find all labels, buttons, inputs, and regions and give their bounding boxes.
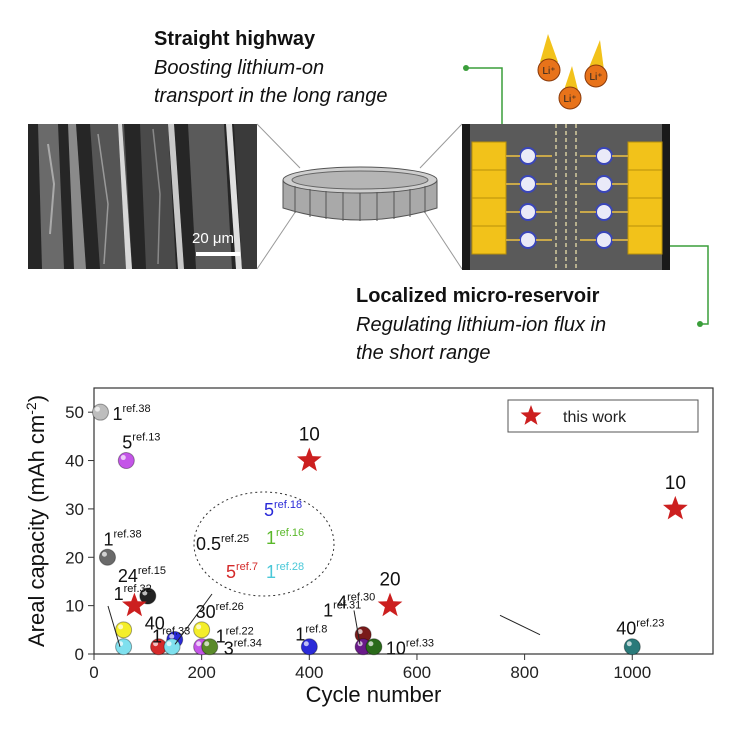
reference-label: 3ref.34 (224, 638, 262, 659)
y-tick-label: 50 (65, 403, 84, 422)
x-axis-label: Cycle number (306, 682, 442, 707)
y-tick-label: 20 (65, 548, 84, 567)
reference-label: 30ref.26 (196, 601, 244, 622)
reference-label: 1ref.38 (103, 528, 141, 549)
x-tick-label: 400 (295, 663, 323, 682)
this-work-star (296, 447, 322, 472)
reference-point-highlight (204, 641, 210, 647)
highway-title: Straight highway (154, 28, 316, 50)
cluster-label: 0.5ref.25 (196, 533, 249, 554)
reference-point-highlight (166, 641, 172, 647)
this-work-star (663, 495, 688, 520)
cluster-ellipse (193, 491, 335, 597)
cluster-label: 5ref.18 (264, 499, 302, 520)
reference-label: 5ref.13 (122, 432, 160, 453)
reference-point (623, 638, 641, 656)
y-tick-label: 10 (65, 597, 84, 616)
highway-subtitle-1: Boosting lithium-on (154, 57, 325, 79)
reference-label: 1ref.31 (323, 600, 361, 621)
lithium-ion-droplets: Li⁺ Li⁺ Li⁺ (537, 34, 608, 110)
x-tick-label: 600 (403, 663, 431, 682)
pointer-arrow (174, 593, 213, 645)
reference-point-highlight (153, 641, 159, 647)
cluster-label: 1ref.16 (266, 527, 304, 548)
this-work-label: 10 (665, 473, 686, 494)
reference-point (365, 638, 383, 656)
reference-point (98, 548, 116, 566)
reference-label: 1ref.32 (114, 583, 152, 604)
reference-point (91, 403, 109, 421)
reference-label: 24ref.15 (118, 565, 166, 586)
reference-label: 40ref.23 (616, 618, 664, 639)
chart-marks (91, 403, 688, 656)
reference-label: 1ref.33 (152, 626, 190, 647)
x-tick-label: 0 (89, 663, 98, 682)
x-tick-label: 800 (510, 663, 538, 682)
reference-point-highlight (357, 629, 363, 635)
reference-point-highlight (120, 455, 126, 461)
reference-label: 1ref.8 (295, 624, 327, 645)
x-tick-label: 1000 (613, 663, 651, 682)
legend-box (507, 399, 699, 433)
reference-label: 40 (145, 613, 165, 633)
y-tick-label: 0 (75, 645, 84, 664)
reference-point (193, 621, 211, 639)
sem-micrograph: 20 μm (28, 124, 257, 269)
micro-reservoir-schematic (462, 124, 670, 270)
pointer-arrow (499, 614, 541, 636)
highway-subtitle-2: transport in the long range (154, 85, 388, 107)
li-ion-3: Li⁺ (558, 66, 582, 110)
reservoir-subtitle-1: Regulating lithium-ion flux in (356, 314, 607, 336)
reference-point-highlight (169, 633, 175, 639)
cluster-label: 1ref.28 (266, 561, 304, 582)
legend-label: this work (563, 409, 627, 426)
pointer-arrow (353, 610, 361, 645)
reference-point-highlight (303, 641, 309, 647)
reference-point-highlight (142, 590, 148, 596)
reference-label: 1ref.22 (216, 626, 254, 647)
channel-schematic (256, 65, 709, 327)
x-tick-label: 200 (187, 663, 215, 682)
pointer-arrow (107, 605, 121, 647)
reference-point-highlight (626, 641, 632, 647)
reference-point-highlight (101, 551, 107, 557)
y-axis-label: Areal capacity (mAh cm-2) (23, 395, 49, 647)
cluster-label: 5ref.7 (226, 561, 258, 582)
this-work-star (377, 592, 403, 617)
this-work-star (122, 592, 147, 617)
li-ion-1: Li⁺ (537, 34, 561, 82)
reference-label: 10ref.33 (386, 638, 434, 659)
reference-point (117, 452, 135, 470)
reference-point-highlight (118, 624, 124, 630)
this-work-label: 20 (379, 570, 400, 591)
reference-label: 1ref.38 (112, 403, 150, 424)
legend-star (520, 405, 542, 425)
chart-labels: this work 10 20 10 1ref.38 5ref.13 1ref.38 24re… (103, 399, 699, 659)
svg-text:Li⁺: Li⁺ (563, 94, 576, 105)
reservoir-title: Localized micro-reservoir (356, 285, 600, 307)
scale-bar-label: 20 μm (192, 230, 234, 247)
reference-point-highlight (368, 641, 374, 647)
reference-point-highlight (196, 624, 202, 630)
this-work-label: 10 (299, 425, 320, 446)
reservoir-subtitle-2: the short range (356, 342, 491, 364)
reference-point-highlight (196, 641, 202, 647)
reference-label: 4ref.30 (337, 592, 375, 613)
plot-frame (93, 387, 714, 655)
y-tick-label: 40 (65, 452, 84, 471)
svg-text:Li⁺: Li⁺ (589, 72, 602, 83)
y-tick-label: 30 (65, 500, 84, 519)
legend: this work (507, 399, 699, 433)
svg-text:Li⁺: Li⁺ (542, 66, 555, 77)
reference-point-highlight (94, 406, 100, 412)
reference-point (115, 621, 133, 639)
li-ion-2: Li⁺ (584, 40, 608, 88)
